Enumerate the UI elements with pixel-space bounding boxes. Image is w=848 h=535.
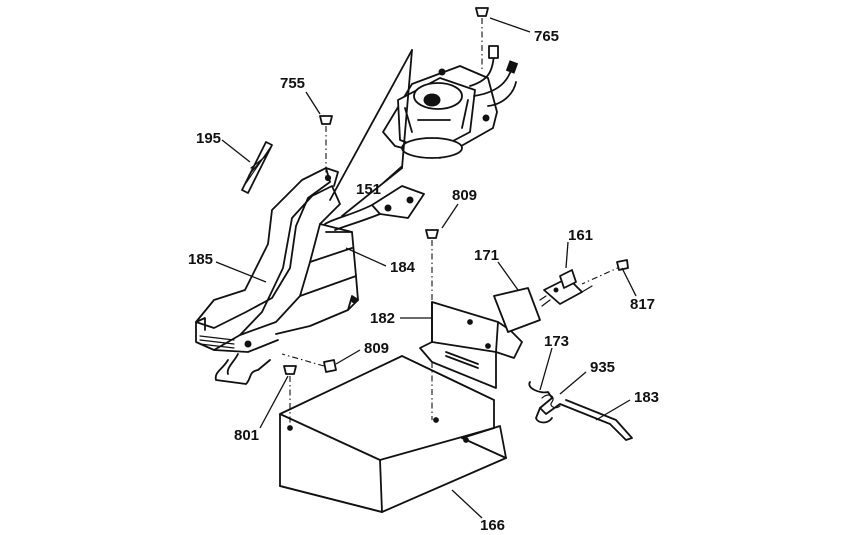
callout-184: 184	[390, 259, 416, 276]
callout-173: 173	[544, 333, 569, 350]
tray-166	[279, 355, 507, 513]
callout-185: 185	[188, 251, 213, 268]
callout-809-upper: 809	[452, 187, 477, 204]
screw-765	[475, 7, 489, 70]
callout-755: 755	[280, 75, 305, 92]
switch-161	[539, 269, 593, 307]
screw-755	[319, 115, 333, 180]
callout-182: 182	[370, 310, 395, 327]
callout-809-lower: 809	[364, 340, 389, 357]
callout-171: 171	[474, 247, 499, 264]
callout-183: 183	[634, 389, 659, 406]
motor-assembly	[382, 45, 519, 159]
leader-lines	[215, 17, 637, 519]
callout-166: 166	[480, 517, 505, 534]
callout-195: 195	[196, 130, 221, 147]
bracket-184	[324, 185, 425, 231]
switch-bracket-182	[419, 301, 523, 389]
screw-817	[581, 259, 629, 285]
callout-801: 801	[234, 427, 259, 444]
screw-801	[283, 365, 297, 428]
screw-809-lower	[281, 353, 337, 373]
rod-183	[528, 381, 633, 441]
callout-161: 161	[568, 227, 593, 244]
motor-leader-lines	[329, 49, 413, 217]
callout-151: 151	[356, 181, 381, 198]
callout-935: 935	[590, 359, 615, 376]
callout-765: 765	[534, 28, 559, 45]
screw-809-upper	[425, 229, 439, 420]
spring-195	[241, 141, 273, 194]
plate-171	[493, 287, 541, 333]
chute-frame-185	[195, 167, 359, 385]
spring-935	[541, 394, 561, 409]
callout-817: 817	[630, 296, 655, 313]
